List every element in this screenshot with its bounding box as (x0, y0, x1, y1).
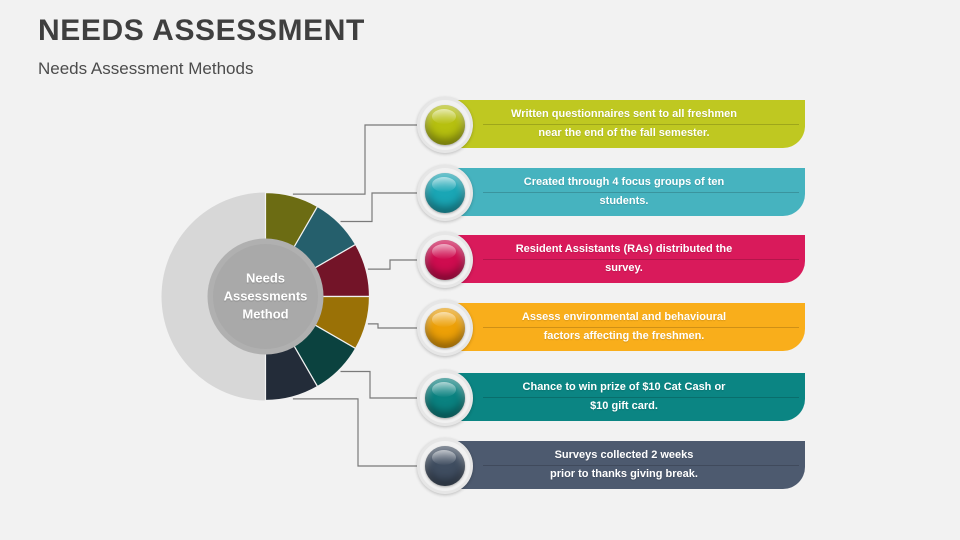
connector-written-questionnaires (292, 124, 417, 195)
banner-divider (483, 465, 799, 466)
banner-environmental-factors[interactable]: Assess environmental and behavioural fac… (445, 303, 805, 351)
connector-resident-assistants (367, 259, 417, 270)
donut-hub-fill (213, 244, 318, 349)
donut-svg (161, 192, 370, 401)
banner-text-resident-assistants: Resident Assistants (RAs) distributed th… (515, 243, 733, 274)
banner-focus-groups[interactable]: Created through 4 focus groups of ten st… (445, 168, 805, 216)
banner-written-questionnaires[interactable]: Written questionnaires sent to all fresh… (445, 100, 805, 148)
banner-collection-deadline[interactable]: Surveys collected 2 weeks prior to thank… (445, 441, 805, 489)
connector-collection-deadline (292, 398, 417, 467)
connector-environmental-factors (367, 323, 417, 329)
banner-divider (483, 259, 799, 260)
header: NEEDS ASSESSMENT Needs Assessment Method… (38, 14, 678, 79)
banner-resident-assistants[interactable]: Resident Assistants (RAs) distributed th… (445, 235, 805, 283)
orb-icon-resident-assistants (425, 240, 465, 280)
bullet-marker-written-questionnaires[interactable] (417, 97, 473, 153)
orb-icon-focus-groups (425, 173, 465, 213)
banner-text-written-questionnaires: Written questionnaires sent to all fresh… (511, 108, 737, 139)
bullet-marker-environmental-factors[interactable] (417, 300, 473, 356)
item-row-collection-deadline[interactable]: Surveys collected 2 weeks prior to thank… (417, 438, 807, 500)
item-row-prize-incentive[interactable]: Chance to win prize of $10 Cat Cash or $… (417, 370, 807, 432)
orb-icon-prize-incentive (425, 378, 465, 418)
item-row-resident-assistants[interactable]: Resident Assistants (RAs) distributed th… (417, 232, 807, 294)
bullet-marker-collection-deadline[interactable] (417, 438, 473, 494)
banner-prize-incentive[interactable]: Chance to win prize of $10 Cat Cash or $… (445, 373, 805, 421)
banner-divider (483, 397, 799, 398)
banner-divider (483, 327, 799, 328)
item-row-focus-groups[interactable]: Created through 4 focus groups of ten st… (417, 165, 807, 227)
orb-icon-environmental-factors (425, 308, 465, 348)
bullet-marker-resident-assistants[interactable] (417, 232, 473, 288)
banner-text-collection-deadline: Surveys collected 2 weeks prior to thank… (550, 449, 698, 480)
page-subtitle: Needs Assessment Methods (38, 59, 254, 78)
banner-text-focus-groups: Created through 4 focus groups of ten st… (523, 176, 725, 207)
orb-icon-collection-deadline (425, 446, 465, 486)
banner-text-prize-incentive: Chance to win prize of $10 Cat Cash or $… (522, 381, 726, 412)
donut-chart: Needs Assessments Method (161, 192, 370, 401)
item-row-environmental-factors[interactable]: Assess environmental and behavioural fac… (417, 300, 807, 362)
banner-divider (483, 192, 799, 193)
banner-divider (483, 124, 799, 125)
page-title: NEEDS ASSESSMENT (38, 14, 365, 47)
item-row-written-questionnaires[interactable]: Written questionnaires sent to all fresh… (417, 97, 807, 159)
donut-segments (264, 192, 370, 401)
bullet-marker-focus-groups[interactable] (417, 165, 473, 221)
banner-text-environmental-factors: Assess environmental and behavioural fac… (521, 311, 727, 342)
orb-icon-written-questionnaires (425, 105, 465, 145)
bullet-marker-prize-incentive[interactable] (417, 370, 473, 426)
